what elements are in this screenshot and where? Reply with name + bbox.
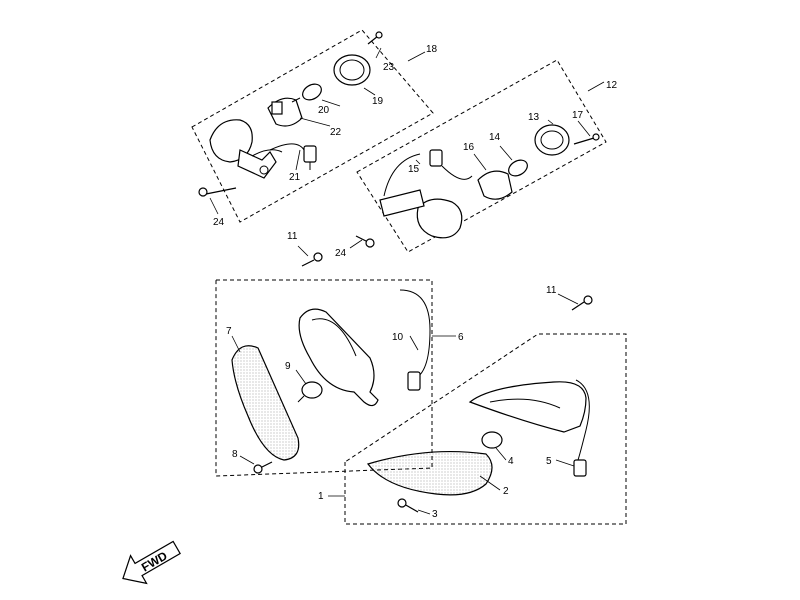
- callout-10: 10: [392, 332, 404, 343]
- callout-13: 13: [528, 112, 540, 123]
- callout-16: 16: [463, 142, 475, 153]
- callout-12: 12: [606, 80, 618, 91]
- callout-23: 23: [383, 62, 395, 73]
- callout-17: 17: [572, 110, 584, 121]
- callout-2: 2: [503, 486, 509, 497]
- screw-11-left: [301, 252, 323, 267]
- callout-11b: 11: [546, 285, 557, 296]
- callout-3: 3: [432, 509, 438, 520]
- screw-11-right: [571, 295, 593, 311]
- callout-24a: 24: [213, 217, 225, 228]
- fwd-arrow-icon: FWD: [122, 540, 181, 585]
- callout-1: 1: [318, 491, 324, 502]
- callout-11a: 11: [287, 231, 298, 242]
- rear-left-signal: [198, 31, 383, 197]
- callout-9: 9: [285, 361, 291, 372]
- assembly-6-box: [215, 279, 433, 477]
- callout-5: 5: [546, 456, 552, 467]
- leader-lines: [209, 47, 605, 515]
- assembly-12-box: [356, 59, 607, 253]
- callout-14: 14: [489, 132, 501, 143]
- assembly-1-box: [344, 333, 627, 525]
- callout-22: 22: [330, 127, 342, 138]
- callout-19: 19: [372, 96, 384, 107]
- callout-7: 7: [226, 326, 232, 337]
- front-right-signal: [367, 379, 590, 513]
- callout-24b: 24: [335, 248, 347, 259]
- callout-4: 4: [508, 456, 514, 467]
- callout-8: 8: [232, 449, 238, 460]
- callout-21: 21: [289, 172, 301, 183]
- callout-15: 15: [408, 164, 420, 175]
- rear-right-signal: [379, 124, 600, 239]
- front-left-signal: [231, 289, 431, 474]
- callouts: 18 23 19 20 22 21 24 12 13 17 14 16 15 2…: [213, 44, 618, 520]
- screw-24-loose: [355, 235, 375, 248]
- callout-20: 20: [318, 105, 330, 116]
- callout-18: 18: [426, 44, 438, 55]
- callout-6: 6: [458, 332, 464, 343]
